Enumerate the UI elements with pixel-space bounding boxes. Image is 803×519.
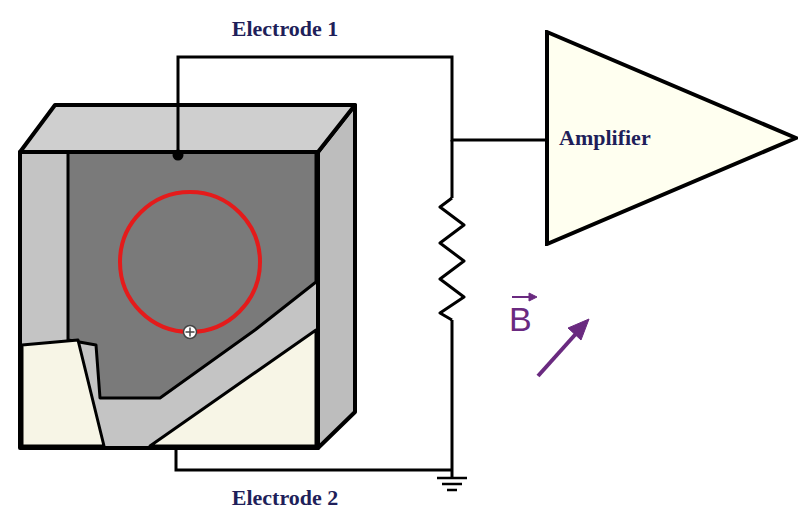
resistor-lead-bottom [451,320,454,478]
field-symbol-box: B [509,302,532,336]
cutaway-left-piece [22,340,104,446]
ground-symbol [437,478,467,490]
electrode-2-wire [176,448,452,470]
particle-orbit [120,192,260,332]
charge-plus-v [189,328,191,337]
block-right-face [318,105,355,448]
block-front-face [20,152,318,448]
electrode-label: Electrode 2 [232,487,339,509]
vector-accent-head [529,293,537,301]
resistor-symbol [440,198,464,320]
resistor-lead-top [451,140,454,198]
electrode-1-wire [178,57,545,155]
amplifier-triangle: Amplifier [545,30,798,246]
electrode-label-box: Electrode 2 [232,487,339,509]
amplifier-shape [547,32,796,244]
detector-block [20,105,355,448]
field-arrow-head [568,319,589,340]
ground-bar-1 [437,477,467,480]
electrode-label: Electrode 1 [232,18,339,40]
amplifier-label: Amplifier [559,127,651,149]
charge-circle [184,326,197,339]
ground-bar-3 [447,489,457,492]
block-top-face [20,105,355,152]
vector-accent [512,293,537,301]
positive-charge [184,326,197,339]
field-symbol: B [509,302,532,336]
cutaway-bottom-piece [150,330,316,446]
electrode-label-box: Electrode 1 [232,18,339,40]
field-arrow [538,319,589,376]
ground-bar-2 [442,483,462,486]
